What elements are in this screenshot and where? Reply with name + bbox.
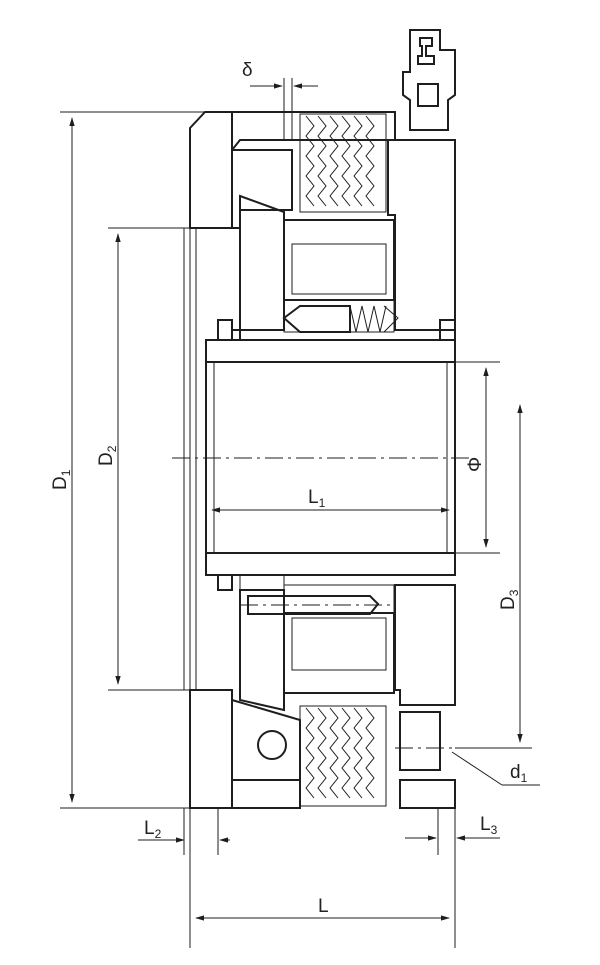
label-phi: Φ [465,457,486,472]
label-L: L [318,896,329,917]
pin-bottom [239,574,390,615]
friction-plates-bottom [299,705,387,807]
label-L2: L2 [144,818,162,841]
svg-text:L3: L3 [480,814,498,837]
label-delta: δ [242,60,253,81]
terminal-connector [402,29,456,131]
coil-bottom [283,584,395,694]
svg-text:D2: D2 [96,445,119,466]
label-D2: D2 [96,445,119,466]
svg-text:L: L [318,896,329,917]
label-d1: d1 [510,762,528,785]
svg-text:L1: L1 [308,487,326,510]
svg-text:L2: L2 [144,818,162,841]
label-D1: D1 [50,469,73,490]
coil-top [283,219,395,333]
svg-text:D3: D3 [498,589,521,610]
friction-plates-top [299,113,387,213]
svg-text:Φ: Φ [465,457,486,472]
label-D3: D3 [498,589,521,610]
svg-text:D1: D1 [50,469,73,490]
hub [205,319,456,591]
svg-text:δ: δ [242,60,253,81]
spring-pin-top [282,305,399,333]
label-L3: L3 [480,814,498,837]
dimension-lines [60,78,540,948]
svg-text:d1: d1 [510,762,528,785]
label-L1: L1 [308,487,326,510]
screw-bolt-bottom [257,711,460,771]
left-flange [183,111,233,809]
